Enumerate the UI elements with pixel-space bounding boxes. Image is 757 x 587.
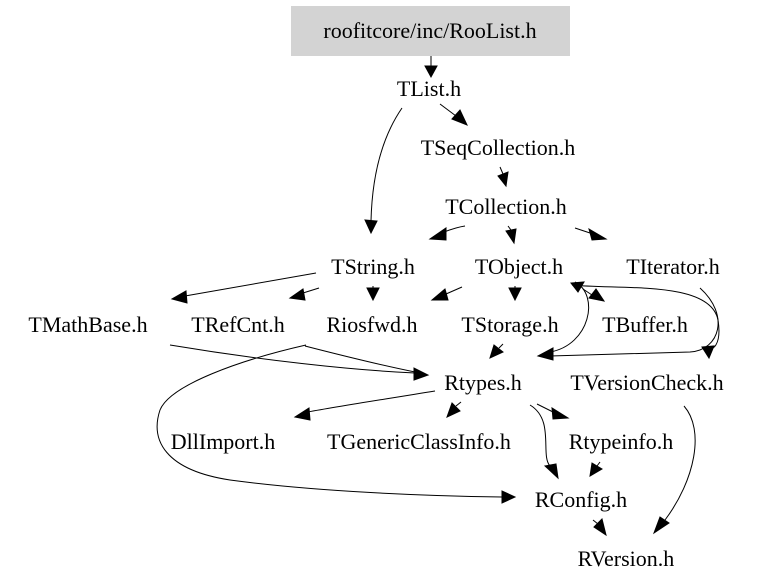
edge-tobject-to-rtypes [549,281,590,353]
edge-rtypes-to-tgenericclassinfo [455,401,462,407]
arrowhead-tobject-to-tstorage [508,287,522,302]
edge-tcollection-to-tstring [443,225,466,233]
edge-tcollection-to-tobject [507,225,512,231]
edge-tcollection-to-titerator [574,227,591,234]
edge-tstring-to-tmathbase [184,272,317,297]
node-rtypeinfo-header: Rtypeinfo.h [569,429,674,454]
node-dllimport-header: DllImport.h [171,429,276,454]
arrowhead-tcollection-to-tstring [428,227,447,241]
edge-rtypeinfo-to-rconfig [596,461,601,467]
node-box-root [291,6,570,56]
arrowhead-tlist-to-tstring [364,219,378,235]
node-tmathbase-header: TMathBase.h [28,312,147,337]
edge-rtypes-to-rtypeinfo [536,403,554,413]
node-tlist-header: TList.h [397,76,461,101]
arrowhead-tobject-to-riosfwd [430,288,449,301]
edge-tversioncheck-to-rversion [664,405,696,521]
arrowhead-rtypes-to-rconfig [543,463,559,480]
arrowhead-root-to-tlist [424,65,438,79]
arrowhead-tlist-to-tseqcollection [451,109,468,126]
edge-tstorage-to-rtypes [498,343,504,349]
node-tversioncheck-header: TVersionCheck.h [570,370,723,395]
node-riosfwd-header: Riosfwd.h [326,312,417,337]
node-rtypes-header: Rtypes.h [444,370,522,395]
edge-tlist-to-tstring [370,107,403,222]
node-tseqcollection-header: TSeqCollection.h [421,135,576,160]
node-tcollection-header: TCollection.h [445,194,567,219]
arrowhead-rtypes-to-rtypeinfo [551,407,570,420]
node-tgenericclassinfo-header: TGenericClassInfo.h [327,429,511,454]
edge-tstring-to-trefcnt [302,287,320,294]
arrowhead-rtypes-to-tgenericclassinfo [446,402,461,418]
node-tobject-header: TObject.h [475,254,563,279]
arrowhead-rtypes-to-dllimport [293,407,311,421]
node-rconfig-header: RConfig.h [535,487,627,512]
arrowhead-tcollection-to-tobject [505,228,517,245]
arrowhead-rconfig-to-rversion [593,518,607,537]
edge-tobject-to-riosfwd [445,286,463,295]
edges [156,56,720,537]
edge-rtypes-to-dllimport [307,390,436,413]
node-tstring-header: TString.h [331,254,415,279]
node-tstorage-header: TStorage.h [461,312,558,337]
node-rooList-header: roofitcore/inc/RooList.h [323,18,536,43]
arrowhead-tobject-to-tversioncheck [701,345,715,360]
arrowhead-tcollection-to-titerator [588,227,608,241]
arrowhead-tstring-to-tmathbase [170,290,188,304]
node-titerator-header: TIterator.h [626,254,719,279]
arrowhead-tstring-to-riosfwd [366,287,380,302]
arrowhead-tstorage-to-rtypes [489,344,504,359]
edge-tlist-to-tseqcollection [439,103,457,117]
edge-titerator-to-rtypes [549,287,719,357]
edge-riosfwd-to-rconfig [156,344,503,498]
node-rversion-header: RVersion.h [578,546,675,571]
arrowhead-tobject-to-tbuffer [588,288,606,302]
arrowhead-tstring-to-trefcnt [288,288,306,301]
arrowhead-rtypeinfo-to-rconfig [589,462,603,477]
edge-tseqcollection-to-tcollection [499,166,504,175]
node-tbuffer-header: TBuffer.h [602,312,688,337]
edge-tmathbase-to-rtypes [169,344,416,374]
node-labels: roofitcore/inc/RooList.h TList.h TSeqCol… [28,18,723,571]
arrowhead-tobject-to-rtypes [536,347,554,361]
arrowhead-tmathbase-to-rtypes [413,367,430,381]
arrowhead-tversioncheck-to-rversion [652,516,670,535]
arrowhead-tseqcollection-to-tcollection [497,171,509,188]
edge-rtypes-to-rconfig [529,404,551,467]
node-trefcnt-header: TRefCnt.h [191,312,285,337]
edge-tobject-to-tversioncheck [571,284,720,349]
arrowhead-riosfwd-to-rconfig [501,490,517,504]
edge-riosfwd-to-rtypes [304,345,416,373]
edge-tobject-to-tbuffer [582,288,593,296]
